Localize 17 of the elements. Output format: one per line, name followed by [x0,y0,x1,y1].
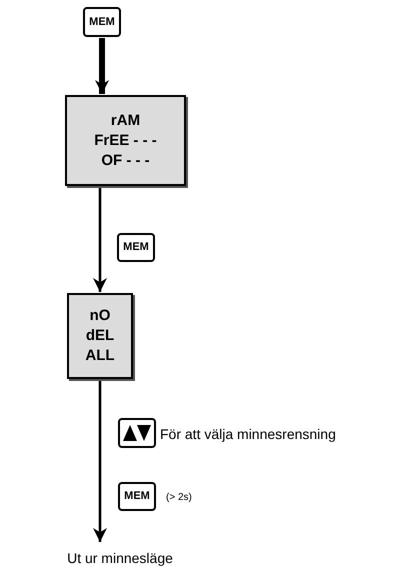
display-box [67,293,133,379]
display-text: FrEE - - - [94,130,157,150]
instruction-text: För att välja minnesrensning [160,425,336,444]
display-text: nO [90,306,110,326]
display-box [65,95,186,186]
duration-note: (> 2s) [166,491,192,505]
key-button: MEM [83,7,121,37]
display-text: dEL [86,326,114,346]
key-label: MEM [117,233,155,262]
display-text: OF - - - [101,150,150,170]
arrow [93,187,107,292]
arrow [95,38,109,94]
exit-text: Ut ur minnesläge [40,548,200,568]
arrow [93,380,107,542]
display-text: rAM [110,110,140,130]
display-text: ALL [85,346,115,366]
key-label: MEM [118,482,156,511]
